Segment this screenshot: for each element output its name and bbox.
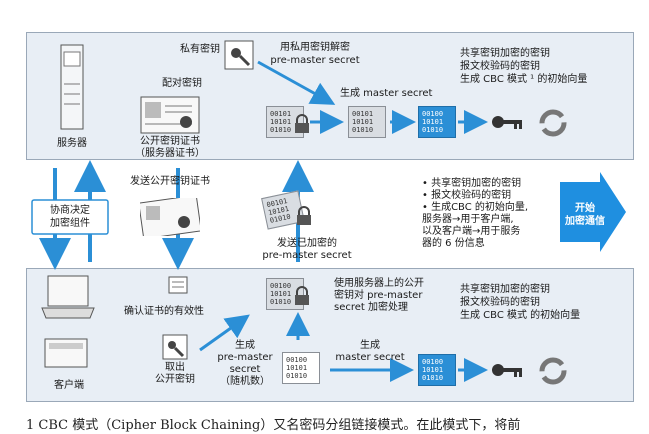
master-binary: 00101 10101 01010 xyxy=(348,106,386,138)
take-key-2: 公开密钥 xyxy=(155,374,195,385)
shared-bottom-3: 生成 CBC 模式 的初始向量 xyxy=(460,310,581,321)
public-key-icon xyxy=(162,334,188,360)
shared-top-2: 报文校验码的密钥 xyxy=(460,61,540,72)
shared-top-1: 共享密钥加密的密钥 xyxy=(460,48,550,59)
desktop-icon xyxy=(44,338,88,368)
gen-pre-4: （随机数） xyxy=(220,376,270,387)
laptop-icon xyxy=(40,274,96,326)
private-key-label: 私有密钥 xyxy=(180,44,220,55)
shared-bottom-1: 共享密钥加密的密钥 xyxy=(460,284,550,295)
pre-master-binary-client: 00100 10101 01010 xyxy=(282,352,320,384)
shared-bottom-2: 报文校验码的密钥 xyxy=(460,297,540,308)
lock-icon-client xyxy=(294,286,310,306)
encrypt-note-2: 密钥对 pre-master xyxy=(334,290,423,301)
cert-label-2: （服务器证书） xyxy=(135,148,205,159)
negotiate-label-1: 协商决定 xyxy=(50,205,90,216)
shared-info-item: 以及客户端→用于服务 xyxy=(422,226,521,237)
decrypt-arrow xyxy=(257,60,336,105)
server-label: 服务器 xyxy=(57,138,87,149)
send-encrypted-2: pre-master secret xyxy=(262,250,352,261)
cert-label-1: 公开密钥证书 xyxy=(140,136,200,147)
gen-master-label: 生成 master secret xyxy=(340,88,433,99)
encrypt-note-3: secret 加密处理 xyxy=(334,302,409,313)
key-pair-label: 配对密钥 xyxy=(162,78,202,89)
lock-icon xyxy=(294,114,310,134)
refresh-icon xyxy=(538,108,568,138)
take-key-1: 取出 xyxy=(165,362,185,373)
gen-pre-3: secret xyxy=(229,364,261,375)
sent-certificate-icon xyxy=(140,198,200,236)
verify-label: 确认证书的有效性 xyxy=(124,306,204,317)
shared-info-item: 服务器→用于客户端, xyxy=(422,214,514,225)
certificate-icon xyxy=(140,96,200,134)
cert-check-icon xyxy=(168,276,188,294)
negotiate-label-2: 加密组件 xyxy=(50,218,90,229)
gen-master-b-2: master secret xyxy=(335,352,405,363)
decrypt-note-2: pre-master secret xyxy=(270,55,360,66)
take-key-arrow xyxy=(199,314,250,352)
shared-info-item: 器的 6 份信息 xyxy=(422,238,485,249)
client-master-binary: 00100 10101 01010 xyxy=(418,354,456,386)
encrypt-note-1: 使用服务器上的公开 xyxy=(334,278,424,289)
shared-info-item: • 报文校验码的密钥 xyxy=(422,190,512,201)
gen-pre-1: 生成 xyxy=(235,340,255,351)
key-icon-client xyxy=(490,360,524,380)
gen-master-b-1: 生成 xyxy=(360,340,380,351)
send-encrypted-1: 发送已加密的 xyxy=(277,238,337,249)
key-icon xyxy=(490,112,524,132)
negotiate-box xyxy=(31,199,109,235)
private-key-icon xyxy=(224,40,254,70)
shared-info-item: • 生成CBC 的初始向量, xyxy=(422,202,529,213)
start-label-2: 加密通信 xyxy=(565,216,605,227)
footnote: 1 CBC 模式（Cipher Block Chaining）又名密码分组链接模… xyxy=(26,418,521,433)
client-label: 客户端 xyxy=(54,380,84,391)
refresh-icon-client xyxy=(538,356,568,386)
shared-info-item: • 共享密钥加密的密钥 xyxy=(422,178,522,189)
start-label-1: 开始 xyxy=(575,203,595,214)
gen-pre-2: pre-master xyxy=(217,352,273,363)
send-cert-label: 发送公开密钥证书 xyxy=(130,176,210,187)
client-panel xyxy=(26,268,634,402)
start-arrow xyxy=(560,172,626,252)
master-secret-binary: 00100 10101 01010 xyxy=(418,106,456,138)
lock-icon-sent xyxy=(296,206,312,226)
decrypt-note-1: 用私用密钥解密 xyxy=(280,42,350,53)
server-icon xyxy=(60,44,84,130)
shared-top-3: 生成 CBC 模式 ¹ 的初始向量 xyxy=(460,74,588,85)
